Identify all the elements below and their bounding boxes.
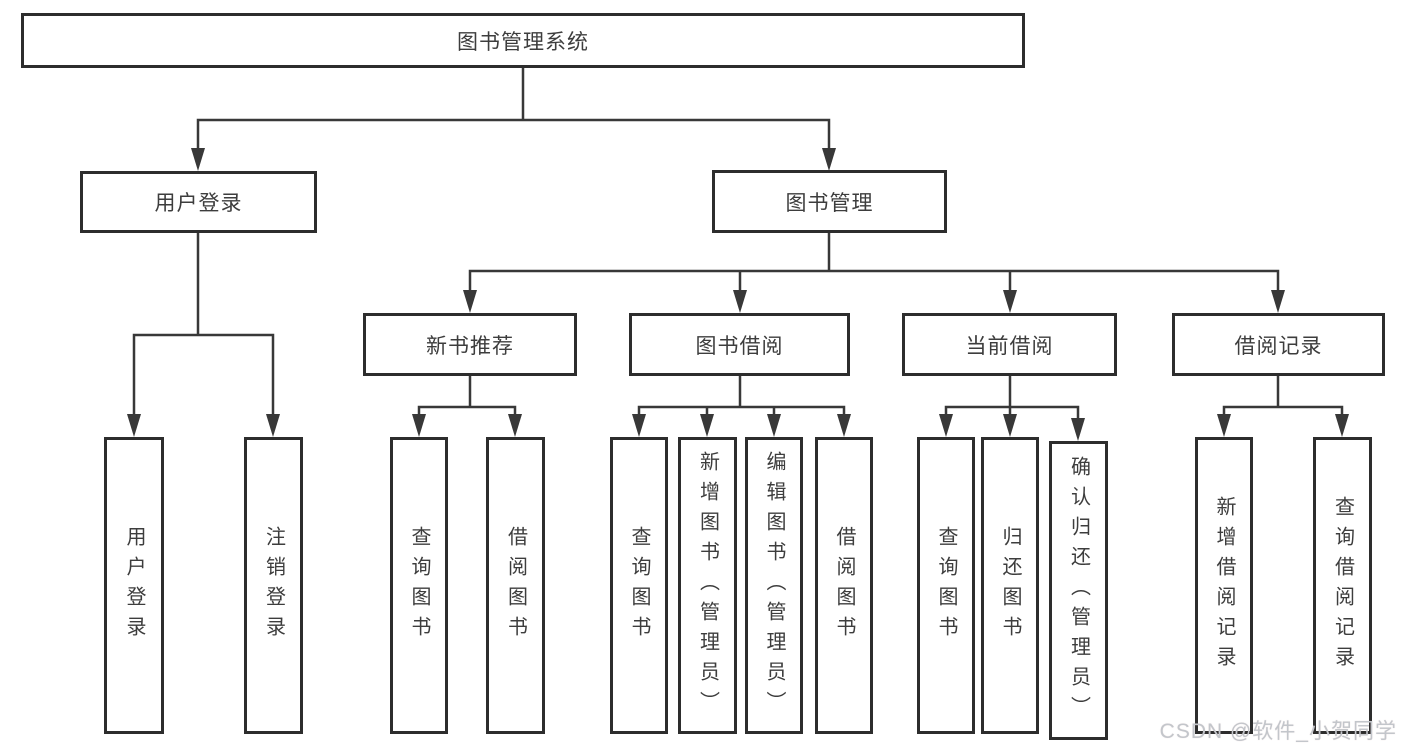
arrowhead-icon bbox=[1003, 414, 1017, 437]
node-new-book-recommend: 新书推荐 bbox=[363, 313, 577, 376]
node-label: 归还图书 bbox=[999, 525, 1021, 646]
leaf-confirm-return-admin: 确认归还（管理员） bbox=[1049, 441, 1108, 740]
leaf-query-books-newbooks: 查询图书 bbox=[390, 437, 448, 734]
node-current-borrow: 当前借阅 bbox=[902, 313, 1117, 376]
leaf-return-books: 归还图书 bbox=[981, 437, 1039, 734]
arrowhead-icon bbox=[191, 148, 205, 171]
csdn-watermark: CSDN @软件_小贺同学 bbox=[1159, 720, 1397, 743]
connector-userlogin-to-leaves bbox=[132, 229, 275, 418]
leaf-user-login: 用户登录 bbox=[104, 437, 164, 734]
node-label: 借阅图书 bbox=[833, 525, 855, 646]
node-label: 图书管理系统 bbox=[457, 30, 589, 54]
node-label: 用户登录 bbox=[154, 192, 243, 215]
arrowhead-icon bbox=[632, 414, 646, 437]
connector-records-to-leaves bbox=[1222, 372, 1344, 418]
node-label: 查询图书 bbox=[408, 525, 430, 646]
node-label: 新增借阅记录 bbox=[1213, 495, 1235, 676]
arrowhead-icon bbox=[837, 414, 851, 437]
arrowhead-icon bbox=[700, 414, 714, 437]
arrowhead-icon bbox=[939, 414, 953, 437]
leaf-edit-books-admin: 编辑图书（管理员） bbox=[745, 437, 803, 734]
arrowhead-icon bbox=[1217, 414, 1231, 437]
arrowhead-icon bbox=[266, 414, 280, 437]
arrowhead-icon bbox=[822, 148, 836, 171]
arrowheads bbox=[127, 148, 1349, 441]
arrowhead-icon bbox=[463, 290, 477, 313]
connector-currentborrow-to-leaves bbox=[944, 372, 1080, 422]
leaf-borrow-books: 借阅图书 bbox=[815, 437, 873, 734]
node-label: 图书管理 bbox=[785, 191, 874, 215]
node-label: 注销登录 bbox=[262, 525, 285, 646]
node-book-management: 图书管理 bbox=[712, 170, 947, 233]
node-label: 编辑图书（管理员） bbox=[763, 450, 785, 721]
arrowhead-icon bbox=[1071, 418, 1085, 441]
node-label: 新增图书（管理员） bbox=[696, 450, 719, 721]
node-label: 图书借阅 bbox=[695, 334, 784, 358]
connector-bookborrow-to-leaves bbox=[637, 372, 846, 418]
arrowhead-icon bbox=[1271, 290, 1285, 313]
leaf-add-borrow-record: 新增借阅记录 bbox=[1195, 437, 1253, 734]
node-label: 借阅图书 bbox=[504, 525, 527, 646]
node-label: 查询借阅记录 bbox=[1331, 495, 1354, 676]
node-root-library-system: 图书管理系统 bbox=[21, 13, 1025, 68]
leaf-logout: 注销登录 bbox=[244, 437, 303, 734]
arrowhead-icon bbox=[508, 414, 522, 437]
arrowhead-icon bbox=[733, 290, 747, 313]
node-label: 新书推荐 bbox=[426, 334, 514, 358]
arrowhead-icon bbox=[1003, 290, 1017, 313]
node-user-login: 用户登录 bbox=[80, 171, 317, 233]
leaf-query-books-borrow: 查询图书 bbox=[610, 437, 668, 734]
node-label: 用户登录 bbox=[123, 525, 145, 646]
node-label: 当前借阅 bbox=[965, 334, 1054, 358]
node-label: 确认归还（管理员） bbox=[1067, 455, 1090, 726]
node-label: 查询图书 bbox=[628, 525, 650, 646]
connector-root-to-level2 bbox=[196, 64, 831, 152]
node-borrow-records: 借阅记录 bbox=[1172, 313, 1385, 376]
leaf-query-borrow-record: 查询借阅记录 bbox=[1313, 437, 1372, 734]
arrowhead-icon bbox=[127, 414, 141, 437]
arrowhead-icon bbox=[1335, 414, 1349, 437]
node-label: 借阅记录 bbox=[1234, 334, 1323, 358]
leaf-query-books-current: 查询图书 bbox=[917, 437, 975, 734]
leaf-add-books-admin: 新增图书（管理员） bbox=[678, 437, 737, 734]
arrowhead-icon bbox=[412, 414, 426, 437]
leaf-borrow-books-newbooks: 借阅图书 bbox=[486, 437, 545, 734]
node-book-borrow: 图书借阅 bbox=[629, 313, 850, 376]
connector-bookmgmt-to-level3 bbox=[468, 229, 1280, 294]
node-label: 查询图书 bbox=[935, 525, 957, 646]
arrowhead-icon bbox=[767, 414, 781, 437]
connector-newbooks-to-leaves bbox=[417, 372, 517, 418]
